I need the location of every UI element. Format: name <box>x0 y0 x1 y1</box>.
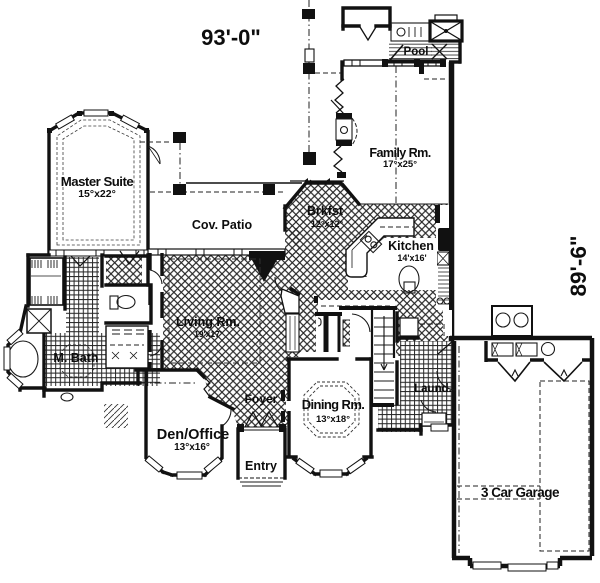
svg-text:Pool: Pool <box>404 46 429 58</box>
svg-text:93'-0": 93'-0" <box>201 25 261 50</box>
svg-text:Living Rm.: Living Rm. <box>176 315 240 329</box>
svg-text:Kitchen: Kitchen <box>388 239 434 253</box>
svg-text:14'x16': 14'x16' <box>397 253 426 263</box>
svg-text:19'x17': 19'x17' <box>194 329 222 339</box>
svg-text:13°x18°: 13°x18° <box>316 414 350 425</box>
svg-text:M. Bath: M. Bath <box>53 351 98 365</box>
svg-text:Family Rm.: Family Rm. <box>369 146 430 160</box>
svg-text:13°x16°: 13°x16° <box>174 442 210 453</box>
svg-text:89'-6": 89'-6" <box>566 235 591 296</box>
svg-text:17°x25°: 17°x25° <box>383 159 417 170</box>
svg-text:15°x22°: 15°x22° <box>78 188 116 200</box>
svg-text:12°x12°: 12°x12° <box>311 219 344 229</box>
svg-text:Dining Rm.: Dining Rm. <box>302 397 365 412</box>
svg-text:Entry: Entry <box>245 459 277 473</box>
svg-text:Master Suite: Master Suite <box>61 174 134 189</box>
svg-text:Laund.: Laund. <box>414 383 452 395</box>
svg-text:Brkfst: Brkfst <box>307 204 344 218</box>
svg-text:3 Car Garage: 3 Car Garage <box>481 485 560 500</box>
svg-text:Den/Office: Den/Office <box>157 427 230 443</box>
svg-text:Foyer: Foyer <box>245 392 278 406</box>
svg-text:Cov. Patio: Cov. Patio <box>192 218 253 232</box>
